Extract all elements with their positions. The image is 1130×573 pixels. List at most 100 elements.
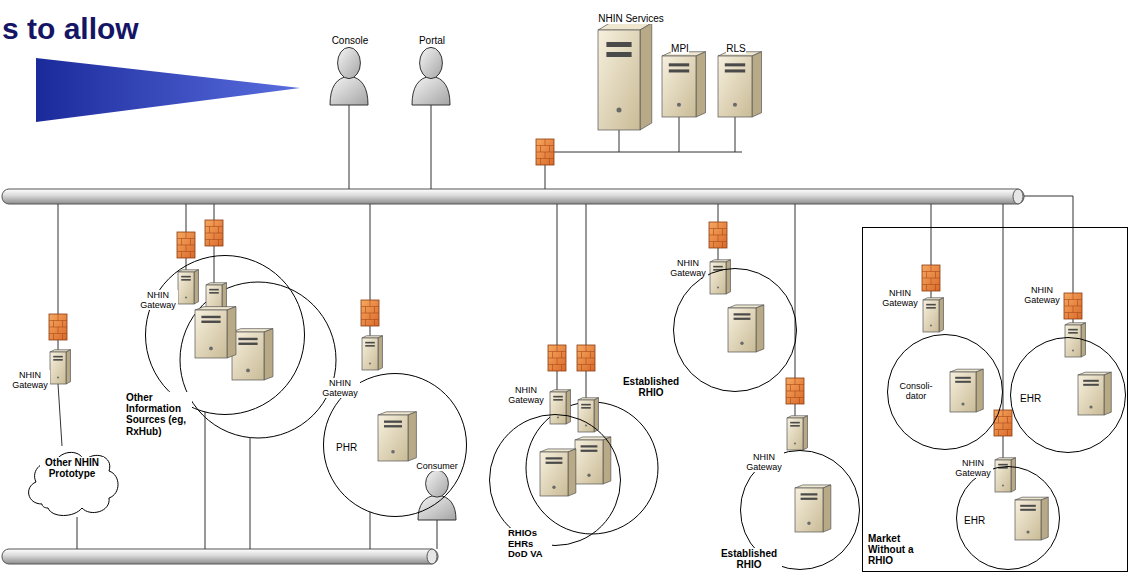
system-server	[540, 449, 576, 496]
tower-side	[823, 485, 831, 532]
tower-side	[726, 260, 730, 294]
label-holder: NHIN Gateway	[506, 385, 546, 407]
text-holder: Established RHIO	[618, 376, 684, 400]
bottom-network-bus	[2, 549, 438, 564]
network-wire	[551, 152, 742, 153]
device-label: NHIN Gateway	[1022, 285, 1062, 305]
drive-bay	[53, 359, 63, 361]
bus-end	[1013, 189, 1023, 204]
gateway-server	[578, 398, 598, 432]
brick-line	[549, 146, 550, 153]
system-server	[1015, 497, 1048, 540]
brick-line	[1077, 300, 1078, 307]
network-wire	[186, 204, 187, 232]
tower-front	[662, 56, 696, 117]
brick-line	[552, 365, 553, 372]
tower-front	[195, 310, 227, 358]
text-holder: PHR	[336, 437, 366, 455]
gateway-server	[995, 458, 1015, 492]
brick-line	[713, 242, 714, 249]
tower-side	[408, 412, 416, 461]
drive-bay	[734, 318, 751, 320]
power-button	[677, 103, 681, 107]
text-holder: Consoli- dator	[895, 381, 937, 403]
circle-outline	[888, 335, 1003, 450]
tower-side	[939, 298, 943, 332]
firewall-icon	[922, 265, 940, 291]
tower-front	[550, 392, 566, 424]
brick-line	[181, 239, 182, 246]
drive-bay	[546, 462, 563, 464]
tower-front	[50, 352, 66, 384]
system-server	[728, 305, 764, 352]
node-label: PHR	[336, 442, 357, 453]
tower-side	[752, 52, 762, 117]
tower-front	[950, 372, 976, 412]
tower-side	[566, 390, 570, 424]
gateway-server	[710, 260, 730, 294]
network-wire	[250, 437, 251, 549]
system-circle: Other Information Sources (eg, RxHub)	[145, 255, 305, 415]
network-wire	[58, 204, 59, 314]
brick-line	[53, 334, 54, 341]
device-label: NHIN Services	[598, 13, 664, 24]
tower-side	[227, 307, 236, 358]
network-wire	[58, 384, 62, 446]
power-button	[1089, 405, 1092, 408]
tower-front	[1015, 500, 1041, 540]
tower-front	[728, 308, 756, 352]
pointer-wedge	[36, 58, 300, 122]
system-server	[575, 437, 611, 484]
device-label: NHIN Gateway	[953, 458, 993, 478]
brick-line	[931, 278, 932, 285]
system-server	[378, 412, 416, 461]
label-holder: NHIN Gateway	[1022, 285, 1062, 307]
drive-bay	[790, 422, 800, 424]
brick-line	[935, 285, 936, 292]
brick-line	[209, 240, 210, 247]
drive-bay	[1083, 380, 1099, 382]
system-circle: EHR	[956, 466, 1060, 570]
brick-line	[540, 159, 541, 166]
drive-bay	[1020, 509, 1036, 511]
brick-line	[998, 417, 999, 424]
brick-line	[370, 300, 371, 307]
brick-line	[722, 229, 723, 236]
network-wire	[619, 130, 620, 152]
node-outline	[22, 440, 122, 520]
brick-line	[557, 358, 558, 365]
drive-bay	[1068, 332, 1078, 334]
firewall-body	[361, 300, 379, 326]
circle-outline	[1011, 338, 1126, 453]
tower-side	[1011, 458, 1015, 492]
person-icon	[412, 47, 450, 105]
drive-bay	[581, 445, 598, 447]
drive-bay	[955, 381, 971, 383]
power-button	[961, 402, 964, 405]
network-wire	[370, 512, 371, 549]
tower-front	[923, 300, 939, 332]
brick-line	[209, 227, 210, 234]
gateway-server	[923, 298, 943, 332]
drive-bay	[926, 307, 936, 309]
tower-front	[787, 418, 803, 450]
brick-line	[557, 345, 558, 352]
brick-line	[581, 352, 582, 359]
label-holder: s to allow	[2, 12, 202, 46]
node-label: EHR	[964, 515, 985, 526]
person-head	[420, 47, 443, 78]
firewall-body	[786, 378, 804, 404]
brick-line	[62, 334, 63, 341]
tower-front	[232, 332, 264, 380]
drive-bay	[209, 289, 219, 291]
brick-line	[1007, 430, 1008, 437]
node-label: Established RHIO	[618, 376, 684, 398]
person-icon	[418, 470, 456, 520]
drive-bay	[1083, 384, 1099, 386]
drive-bay	[1068, 329, 1078, 331]
heading-fragment: s to allow	[2, 12, 139, 46]
drive-bay	[546, 457, 563, 459]
brick-line	[190, 239, 191, 246]
firewall-body	[709, 222, 727, 248]
